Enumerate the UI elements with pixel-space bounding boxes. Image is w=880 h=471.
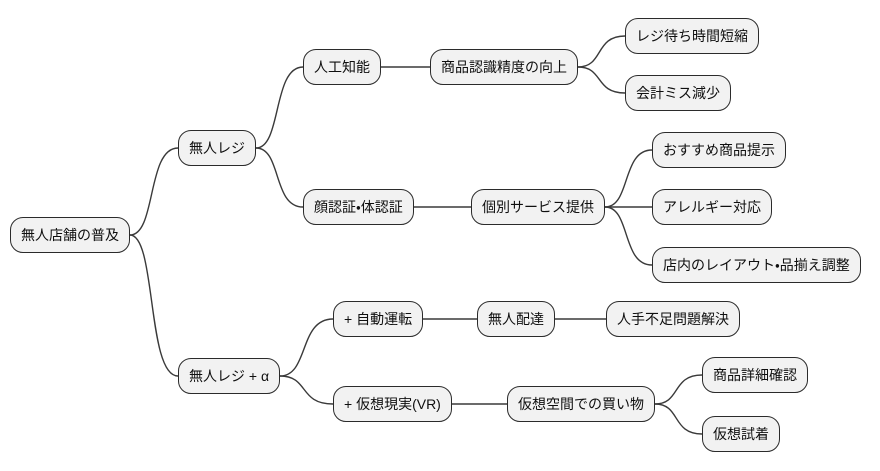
connector-root-to-reji bbox=[129, 147, 179, 236]
node-face-body-authentication[interactable]: 顔認証・体認証 bbox=[303, 189, 414, 225]
node-unmanned-register-plus-alpha[interactable]: 無人レジ + α bbox=[178, 358, 281, 394]
connector-service-to-recommend bbox=[604, 149, 653, 208]
connector-reji-to-auth bbox=[255, 147, 304, 208]
node-virtual-fitting[interactable]: 仮想試着 bbox=[702, 416, 780, 452]
connector-vrshop-to-fitting bbox=[654, 403, 703, 435]
node-autonomous-driving[interactable]: + 自動運転 bbox=[333, 301, 424, 337]
node-unmanned-register[interactable]: 無人レジ bbox=[178, 130, 256, 166]
connector-vrshop-to-detail bbox=[654, 374, 703, 405]
node-virtual-reality[interactable]: + 仮想現実(VR) bbox=[333, 386, 452, 422]
connector-recognition-to-error bbox=[577, 66, 626, 94]
node-artificial-intelligence[interactable]: 人工知能 bbox=[303, 49, 381, 85]
node-unmanned-delivery[interactable]: 無人配達 bbox=[477, 301, 555, 337]
node-virtual-space-shopping[interactable]: 仮想空間での買い物 bbox=[507, 386, 655, 422]
node-allergy-support[interactable]: アレルギー対応 bbox=[652, 189, 772, 225]
node-product-recognition-accuracy[interactable]: 商品認識精度の向上 bbox=[430, 49, 578, 85]
node-product-detail-check[interactable]: 商品詳細確認 bbox=[702, 357, 808, 393]
connector-alpha-to-driving bbox=[279, 318, 334, 377]
connector-reji-to-ai bbox=[255, 66, 304, 149]
connector-alpha-to-vr bbox=[279, 375, 334, 405]
node-unmanned-stores-root[interactable]: 無人店舗の普及 bbox=[10, 217, 130, 253]
connector-service-to-layout bbox=[604, 206, 653, 266]
node-store-layout-adjustment[interactable]: 店内のレイアウト・品揃え調整 bbox=[652, 247, 861, 283]
node-recommended-products[interactable]: おすすめ商品提示 bbox=[652, 132, 786, 168]
node-accounting-error-reduction[interactable]: 会計ミス減少 bbox=[625, 75, 731, 111]
connector-root-to-alpha bbox=[129, 234, 179, 377]
connector-recognition-to-wait bbox=[577, 35, 626, 68]
node-checkout-wait-reduction[interactable]: レジ待ち時間短縮 bbox=[625, 18, 759, 54]
node-personalized-service[interactable]: 個別サービス提供 bbox=[471, 189, 605, 225]
node-labor-shortage-solution[interactable]: 人手不足問題解決 bbox=[606, 301, 740, 337]
